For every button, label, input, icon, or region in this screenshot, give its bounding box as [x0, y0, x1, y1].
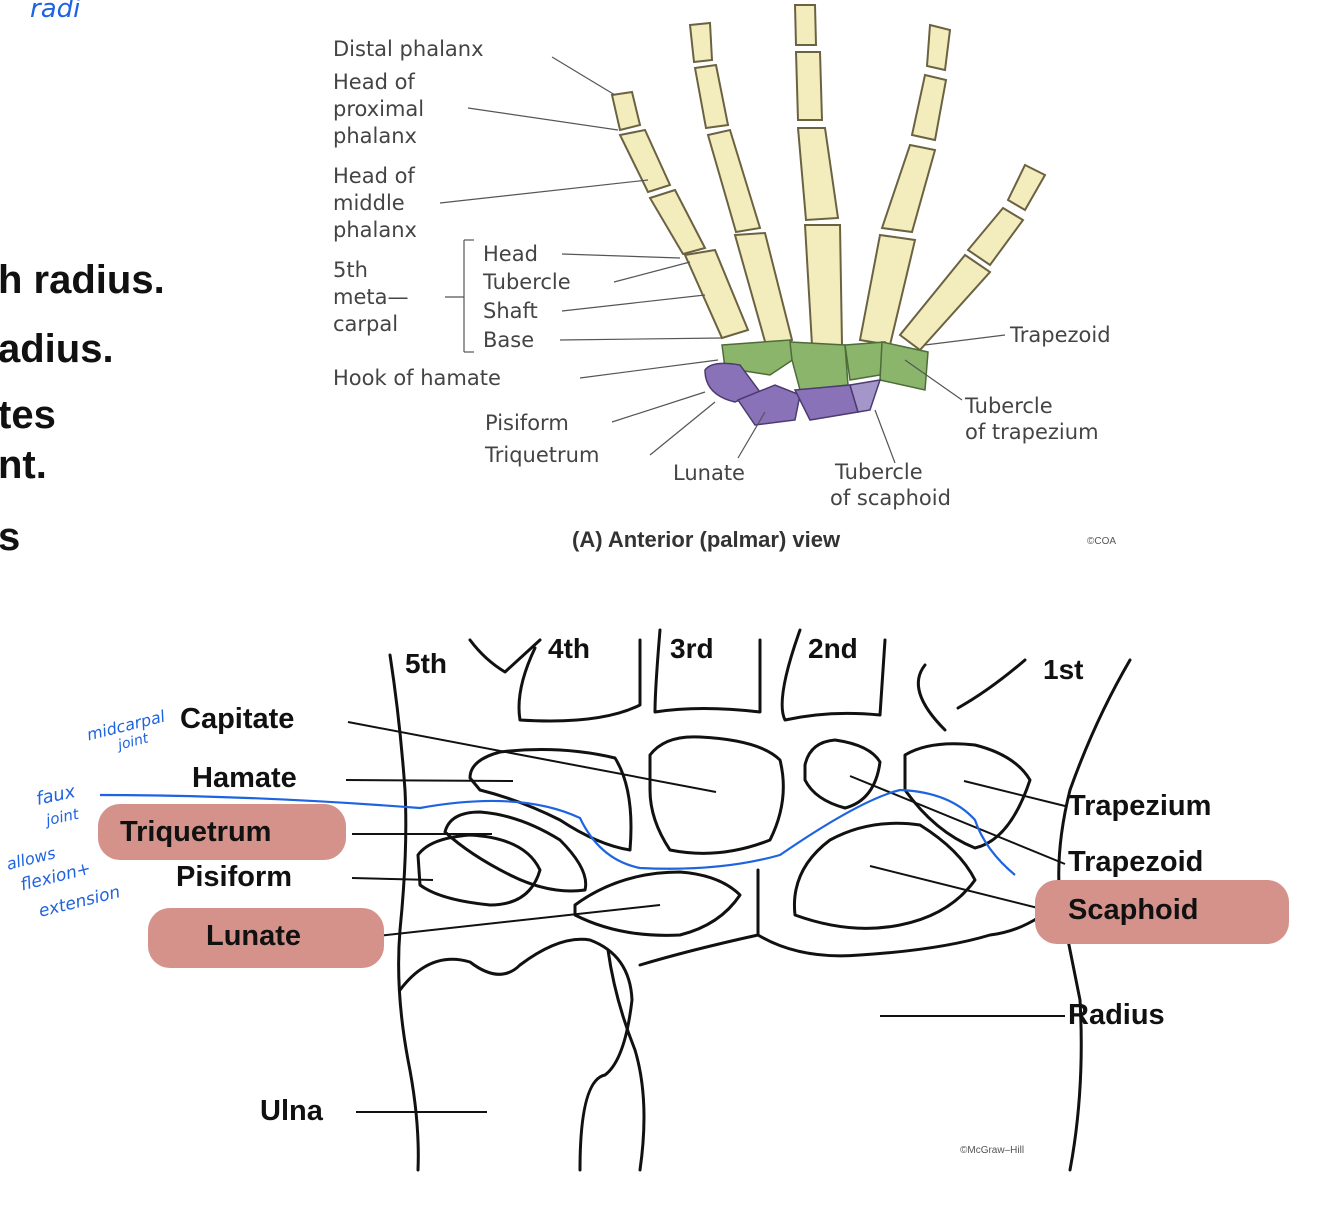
- label-head-proximal-2: proximal: [333, 97, 425, 121]
- label-head: Head: [483, 242, 538, 266]
- label-hamate: Hamate: [192, 762, 297, 794]
- label-capitate: Capitate: [180, 703, 295, 735]
- label-triquetrum-a: Triquetrum: [485, 443, 600, 467]
- proximal-carpal-row: [704, 362, 882, 426]
- label-radius: Radius: [1068, 999, 1165, 1031]
- diagram-b-leaders: [345, 721, 1066, 1113]
- slide-fragment-4: nt.: [0, 443, 47, 487]
- highlight-triquetrum: [98, 804, 346, 860]
- phalanges-4th: [688, 21, 762, 234]
- label-base: Base: [483, 328, 535, 352]
- label-pisiform: Pisiform: [176, 861, 293, 893]
- midcarpal-joint-line: [99, 788, 1016, 876]
- diagram-b-credit: ©McGraw–Hill: [960, 1145, 1025, 1156]
- metacarpal-5th: [683, 248, 750, 340]
- label-triquetrum: Triquetrum: [120, 816, 272, 848]
- label-tubercle-of-trapezium-2: of trapezium: [965, 420, 1099, 444]
- label-5th-metacarpal-3: carpal: [333, 312, 399, 336]
- phalanges-3rd: [793, 4, 840, 222]
- phalanges-1st: [966, 163, 1047, 267]
- phalanges-5th: [610, 90, 707, 256]
- label-5th-metacarpal-2: meta—: [333, 285, 409, 309]
- metacarpal-3rd: [803, 224, 844, 346]
- metacarpal-4th: [733, 231, 794, 347]
- label-lunate: Lunate: [206, 920, 302, 952]
- handwriting-top: radi: [30, 0, 81, 24]
- label-tubercle-of-trapezium-1: Tubercle: [965, 394, 1053, 418]
- metacarpal-1st: [898, 253, 992, 352]
- label-head-middle-2: middle: [333, 191, 405, 215]
- label-trapezoid: Trapezoid: [1068, 846, 1204, 878]
- digit-3rd: 3rd: [670, 633, 714, 664]
- digit-2nd: 2nd: [808, 633, 858, 664]
- digit-5th: 5th: [405, 648, 447, 679]
- label-head-middle-3: phalanx: [333, 218, 417, 242]
- phalanges-2nd: [880, 23, 952, 234]
- label-tubercle: Tubercle: [483, 270, 571, 294]
- slide-fragment-2: adius.: [0, 327, 114, 371]
- label-tubercle-of-scaphoid-1: Tubercle: [835, 460, 923, 484]
- slide-fragment-5: s: [0, 515, 21, 559]
- label-trapezoid-a: Trapezoid: [1010, 323, 1111, 347]
- label-tubercle-of-scaphoid-2: of scaphoid: [830, 486, 951, 510]
- diagram-a-credit: ©COA: [1087, 536, 1117, 547]
- label-scaphoid: Scaphoid: [1068, 894, 1199, 926]
- label-trapezium: Trapezium: [1068, 790, 1212, 822]
- label-shaft: Shaft: [483, 299, 538, 323]
- digit-1st: 1st: [1043, 654, 1084, 685]
- slide-fragment-3: tes: [0, 393, 56, 437]
- label-head-proximal-1: Head of: [333, 70, 415, 94]
- label-lunate-a: Lunate: [673, 461, 745, 485]
- label-5th-metacarpal-1: 5th: [333, 258, 368, 282]
- digit-4th: 4th: [548, 633, 590, 664]
- wrist-outline-diagram: [388, 628, 1132, 1172]
- hand-skeleton: [610, 4, 1047, 352]
- label-head-proximal-3: phalanx: [333, 124, 417, 148]
- diagram-a-leaders: [439, 56, 1006, 464]
- diagram-a-caption: (A) Anterior (palmar) view: [572, 527, 841, 552]
- label-distal-phalanx: Distal phalanx: [333, 37, 484, 61]
- label-hook-of-hamate: Hook of hamate: [333, 366, 501, 390]
- label-ulna: Ulna: [260, 1095, 323, 1127]
- slide-fragment-1: h radius.: [0, 258, 165, 302]
- highlight-scaphoid: [1035, 880, 1289, 944]
- highlight-lunate: [148, 908, 384, 968]
- label-head-middle-1: Head of: [333, 164, 415, 188]
- label-pisiform-a: Pisiform: [485, 411, 569, 435]
